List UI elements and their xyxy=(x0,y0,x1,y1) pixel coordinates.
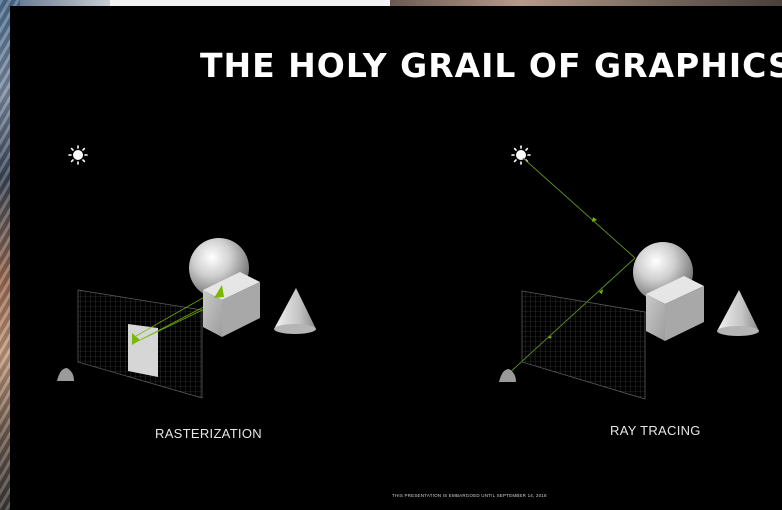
screen-grid xyxy=(78,290,202,398)
ray-tracing-caption: RAY TRACING xyxy=(610,423,701,438)
cone xyxy=(274,288,316,334)
ray-arrow xyxy=(599,289,603,294)
rasterization-caption: RASTERIZATION xyxy=(155,426,262,441)
screen-grid xyxy=(522,291,645,399)
camera-icon xyxy=(499,369,516,382)
cone xyxy=(717,290,759,336)
camera-icon xyxy=(57,368,74,381)
embargo-footer: THIS PRESENTATION IS EMBARGOED UNTIL SEP… xyxy=(392,493,547,498)
ray-tracing-scene xyxy=(499,146,759,399)
rasterization-scene xyxy=(57,146,316,398)
presentation-slide: THE HOLY GRAIL OF GRAPHICS xyxy=(10,6,782,510)
sun-icon xyxy=(69,146,87,164)
